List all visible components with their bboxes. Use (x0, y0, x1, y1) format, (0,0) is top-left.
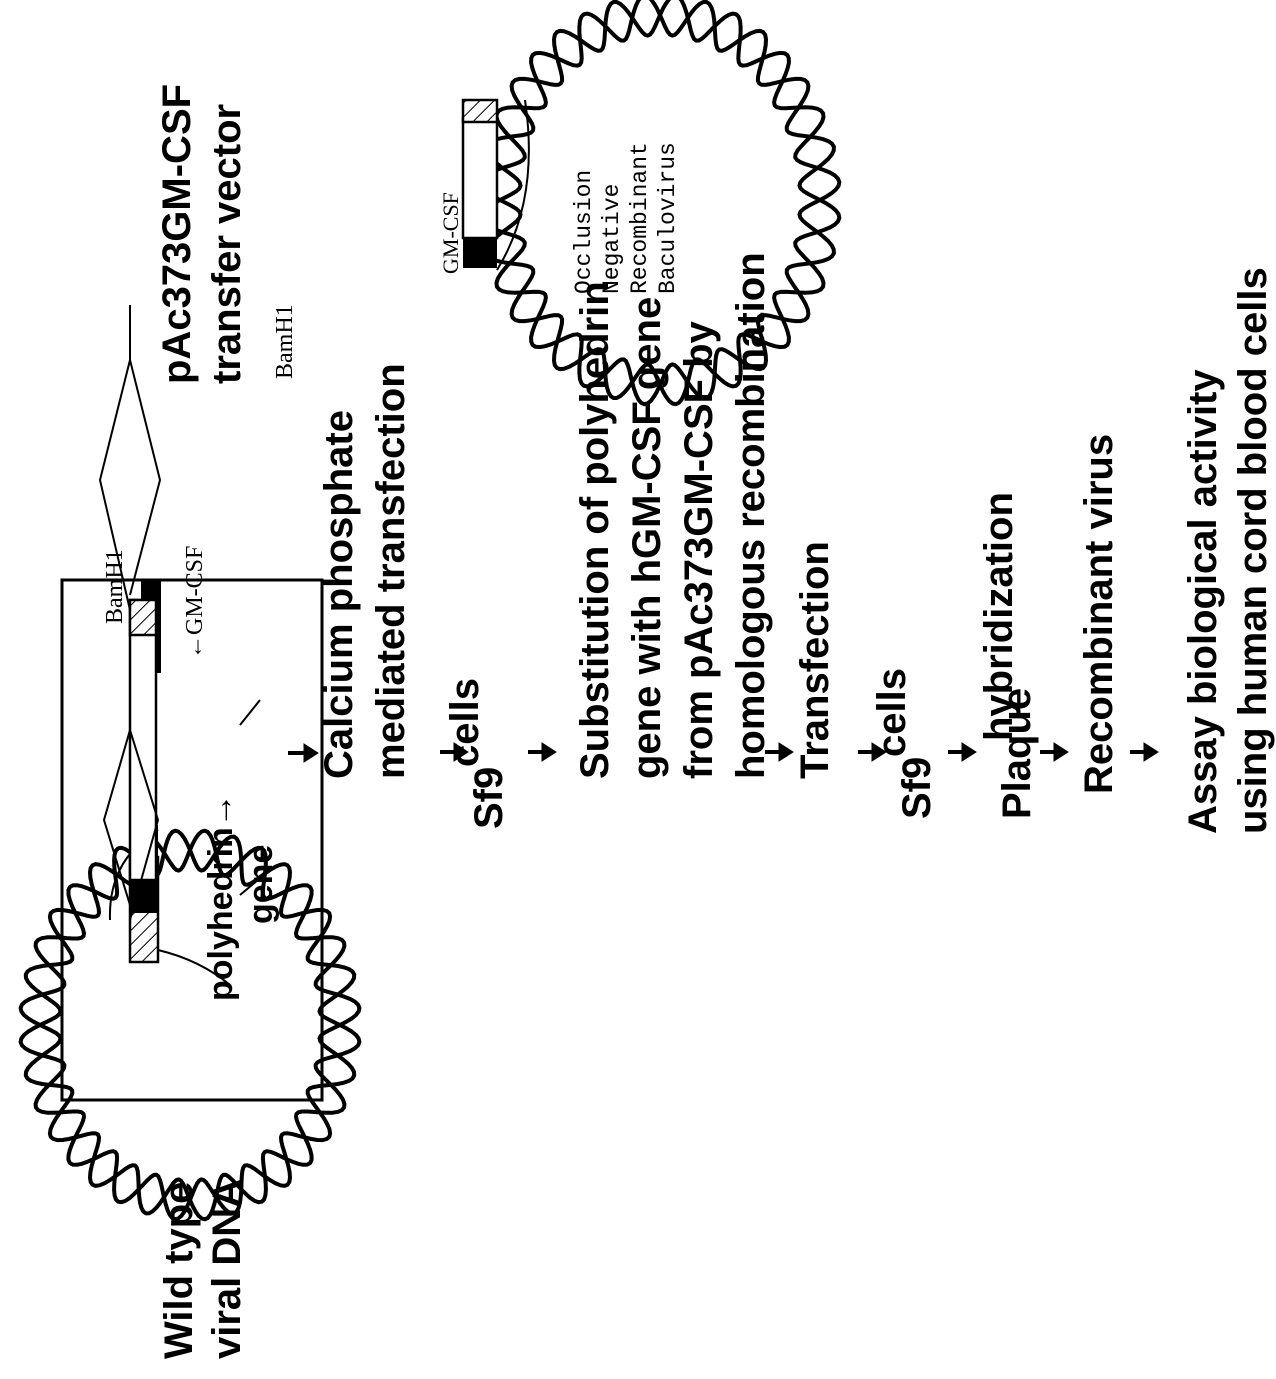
flow-arrow-head (1144, 743, 1158, 761)
bamh1-label-bottom: BamH1 (272, 304, 298, 379)
gm-csf-recombinant-segment (463, 100, 497, 268)
rotated-labels: Wild type viral DNA polyhedrin→ gene Cal… (102, 84, 1275, 1359)
flow-arrow-head (542, 743, 556, 761)
cells-label-first: cells (443, 678, 487, 767)
sf9-label-first: Sf9 (467, 767, 511, 829)
polyhedrin-label-line1: polyhedrin→ (202, 793, 240, 1001)
calcium-label-line2: mediated transfection (369, 363, 413, 779)
assay-label-line1: Assay biological activity (1181, 369, 1225, 834)
wild-type-label-line2: viral DNA (205, 1179, 249, 1359)
vector-label-line2: transfer vector (205, 104, 249, 384)
wild-type-dna-circle (21, 831, 360, 1220)
recombinant-virus-text-line1: Occlusion (571, 170, 597, 294)
flow-arrow-head (962, 743, 976, 761)
wild-type-label-line1: Wild type (157, 1182, 201, 1359)
substitution-line4: homologous recombination (729, 252, 773, 779)
flow-arrow-head (304, 744, 318, 762)
transfection-label: Transfection (793, 541, 837, 779)
gm-csf-recombinant-label: GM-CSF (438, 192, 463, 274)
recombinant-virus-text-line2: Negative (599, 184, 625, 294)
flow-arrow-head (1054, 743, 1068, 761)
recombinant-virus-text-line3: Recombinant (627, 142, 653, 294)
substitution-line3: from pAc373GM-CSF by (677, 320, 721, 779)
recombinant-virus-text-line4: Baculovirus (655, 142, 681, 294)
substitution-line2: gene with hGM-CSF gene (625, 297, 669, 779)
bamh1-label-top: BamH1 (102, 549, 128, 624)
polyhedrin-label-line2: gene (242, 845, 280, 924)
hybridization-label: hybridization (977, 492, 1021, 741)
gm-csf-insert-label: ←GM-CSF (182, 546, 208, 659)
calcium-label-line1: Calcium phosphate (317, 410, 361, 779)
recombinant-virus-label: Recombinant virus (1077, 434, 1121, 794)
cells-label-second: cells (870, 668, 914, 757)
flow-arrow-head (779, 743, 793, 761)
substitution-line1: Substitution of polyhedrin (573, 281, 617, 779)
vector-label-line1: pAc373GM-CSF (155, 84, 199, 384)
sf9-label-second: Sf9 (895, 757, 939, 819)
assay-label-line2: using human cord blood cells (1231, 267, 1275, 834)
